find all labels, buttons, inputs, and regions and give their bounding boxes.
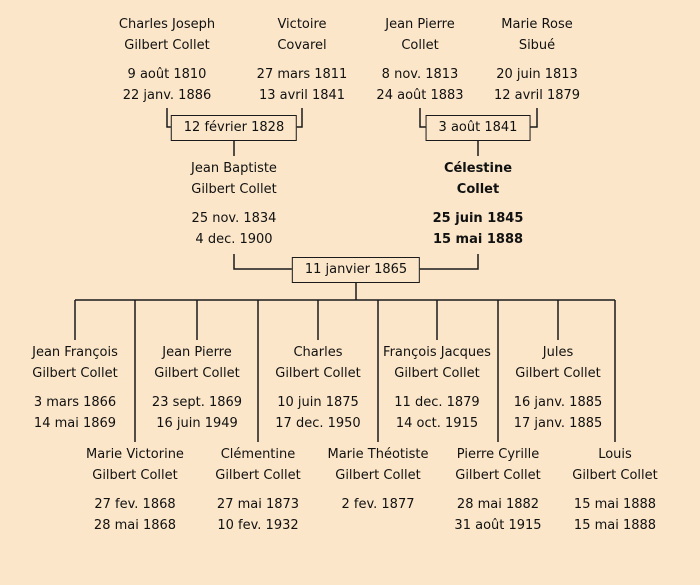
person-birth-date: 27 fev. 1868 [94,497,176,512]
person-marie-victorine-gilbert-collet[interactable]: Marie Victorine Gilbert Collet 27 fev. 1… [60,444,210,536]
person-given-name: François Jacques [383,345,491,360]
person-given-name: Charles [293,345,343,360]
person-charles-joseph-gilbert-collet[interactable]: Charles Joseph Gilbert Collet 9 août 181… [92,14,242,106]
person-death-date: 13 avril 1841 [258,88,346,103]
person-birth-date: 16 janv. 1885 [513,395,603,410]
person-birth-date: 2 fev. 1877 [341,497,415,512]
person-charles-gilbert-collet[interactable]: Charles Gilbert Collet 10 juin 1875 17 d… [243,342,393,434]
person-jean-pierre-gilbert-collet[interactable]: Jean Pierre Gilbert Collet 23 sept. 1869… [122,342,272,434]
person-birth-date: 28 mai 1882 [456,497,540,512]
person-given-name: Jules [542,345,574,360]
person-given-name: Jean Pierre [162,345,232,360]
marriage-box-2: 3 août 1841 [425,115,531,141]
person-surname: Gilbert Collet [154,366,240,381]
person-jules-gilbert-collet[interactable]: Jules Gilbert Collet 16 janv. 1885 17 ja… [483,342,633,434]
person-birth-date: 15 mai 1888 [573,497,657,512]
person-given-name: Clémentine [220,447,296,462]
person-death-date: 17 janv. 1885 [513,416,603,431]
person-surname: Gilbert Collet [455,468,541,483]
marriage-box-3: 11 janvier 1865 [291,257,421,283]
person-pierre-cyrille-gilbert-collet[interactable]: Pierre Cyrille Gilbert Collet 28 mai 188… [423,444,573,536]
person-death-date: 31 août 1915 [454,518,542,533]
person-jean-francois-gilbert-collet[interactable]: Jean François Gilbert Collet 3 mars 1866… [0,342,150,434]
person-given-name: Jean Baptiste [191,161,277,176]
person-given-name: Charles Joseph [118,17,216,32]
person-surname: Gilbert Collet [191,182,277,197]
person-birth-date: 9 août 1810 [127,67,207,82]
person-birth-date: 3 mars 1866 [33,395,117,410]
person-given-name: Jean François [32,345,118,360]
marriage-box-1: 12 février 1828 [170,115,298,141]
person-given-name: Victoire [277,17,327,32]
person-surname: Gilbert Collet [335,468,421,483]
person-louis-gilbert-collet[interactable]: Louis Gilbert Collet 15 mai 1888 15 mai … [540,444,690,536]
person-surname: Gilbert Collet [275,366,361,381]
person-death-date: 14 mai 1869 [33,416,117,431]
person-death-date: 15 mai 1888 [432,232,524,247]
person-death-date: 28 mai 1868 [93,518,177,533]
person-birth-date: 25 nov. 1834 [191,211,277,226]
person-birth-date: 10 juin 1875 [277,395,359,410]
person-surname: Covarel [277,38,327,53]
person-birth-date: 27 mars 1811 [256,67,348,82]
person-death-date: 10 fev. 1932 [217,518,299,533]
person-birth-date: 23 sept. 1869 [151,395,243,410]
person-surname: Gilbert Collet [394,366,480,381]
person-surname: Collet [456,182,500,197]
person-birth-date: 11 dec. 1879 [394,395,480,410]
person-marie-rose-sibue[interactable]: Marie Rose Sibué 20 juin 1813 12 avril 1… [462,14,612,106]
marriage-date: 12 février 1828 [183,120,285,135]
person-surname: Gilbert Collet [215,468,301,483]
person-jean-baptiste-gilbert-collet[interactable]: Jean Baptiste Gilbert Collet 25 nov. 183… [159,158,309,250]
person-surname: Gilbert Collet [92,468,178,483]
sibling-drops-row2 [134,300,616,442]
person-death-date: 22 janv. 1886 [122,88,212,103]
person-death-date: 12 avril 1879 [493,88,581,103]
person-francois-jacques-gilbert-collet[interactable]: François Jacques Gilbert Collet 11 dec. … [362,342,512,434]
person-birth-date: 8 nov. 1813 [381,67,459,82]
marriage-date: 3 août 1841 [438,120,518,135]
person-death-date: 15 mai 1888 [573,518,657,533]
person-death-date: 24 août 1883 [376,88,464,103]
person-birth-date: 25 juin 1845 [432,211,524,226]
person-marie-theotiste-gilbert-collet[interactable]: Marie Théotiste Gilbert Collet 2 fev. 18… [303,444,453,536]
person-celestine-collet[interactable]: Célestine Collet 25 juin 1845 15 mai 188… [403,158,553,250]
person-given-name: Pierre Cyrille [456,447,540,462]
person-surname: Gilbert Collet [32,366,118,381]
person-birth-date: 27 mai 1873 [216,497,300,512]
person-clementine-gilbert-collet[interactable]: Clémentine Gilbert Collet 27 mai 1873 10… [183,444,333,536]
person-death-date: 16 juin 1949 [156,416,238,431]
sibling-drops-row1 [74,300,559,340]
person-surname: Gilbert Collet [572,468,658,483]
person-surname: Sibué [518,38,556,53]
person-given-name: Jean Pierre [385,17,455,32]
person-victoire-covarel[interactable]: Victoire Covarel 27 mars 1811 13 avril 1… [227,14,377,106]
person-birth-date: 20 juin 1813 [496,67,578,82]
marriage-date: 11 janvier 1865 [304,262,408,277]
person-death-date: 14 oct. 1915 [395,416,479,431]
person-surname: Gilbert Collet [124,38,210,53]
person-given-name: Célestine [443,161,513,176]
person-surname: Gilbert Collet [515,366,601,381]
person-given-name: Louis [598,447,632,462]
person-given-name: Marie Théotiste [327,447,429,462]
person-jean-pierre-collet[interactable]: Jean Pierre Collet 8 nov. 1813 24 août 1… [345,14,495,106]
person-death-date: 17 dec. 1950 [275,416,361,431]
person-surname: Collet [401,38,439,53]
person-death-date: 4 dec. 1900 [195,232,273,247]
person-given-name: Marie Victorine [86,447,184,462]
person-given-name: Marie Rose [501,17,573,32]
